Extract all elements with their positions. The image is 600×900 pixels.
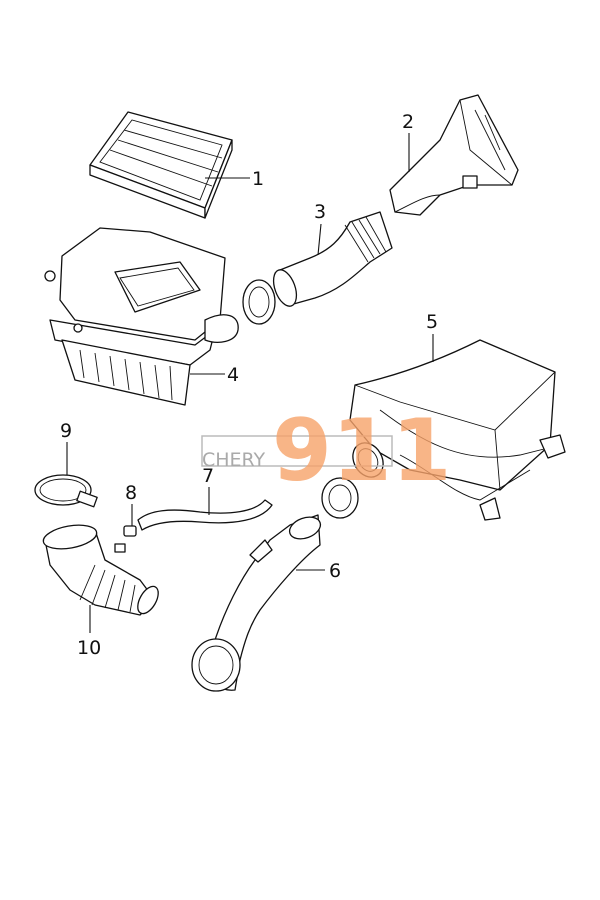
resonator[interactable] xyxy=(347,339,566,521)
watermark-number: 911 xyxy=(272,401,452,501)
callout-8: 8 xyxy=(125,482,137,504)
air-intake-bellows[interactable] xyxy=(42,521,163,617)
breather-hose[interactable] xyxy=(137,499,273,531)
callout-2: 2 xyxy=(402,111,414,133)
callout-3: 3 xyxy=(314,201,326,223)
air-cleaner-housing[interactable] xyxy=(44,227,239,406)
intake-pipe[interactable] xyxy=(191,477,359,692)
callout-5: 5 xyxy=(426,311,438,333)
hose-clamp[interactable] xyxy=(34,474,98,508)
watermark: CHERY 911 xyxy=(201,401,452,501)
callout-9: 9 xyxy=(60,420,72,442)
callout-6: 6 xyxy=(329,560,341,582)
callout-7: 7 xyxy=(202,465,214,487)
air-filter-element[interactable] xyxy=(89,111,233,219)
hose-clamp-small[interactable] xyxy=(114,525,137,553)
watermark-brand: CHERY xyxy=(202,449,266,471)
leader-line-3 xyxy=(317,223,322,256)
callout-1: 1 xyxy=(252,168,264,190)
air-inlet-duct[interactable] xyxy=(389,94,519,216)
callout-4: 4 xyxy=(227,364,239,386)
callout-10: 10 xyxy=(77,637,101,659)
intake-hose[interactable] xyxy=(242,211,393,325)
